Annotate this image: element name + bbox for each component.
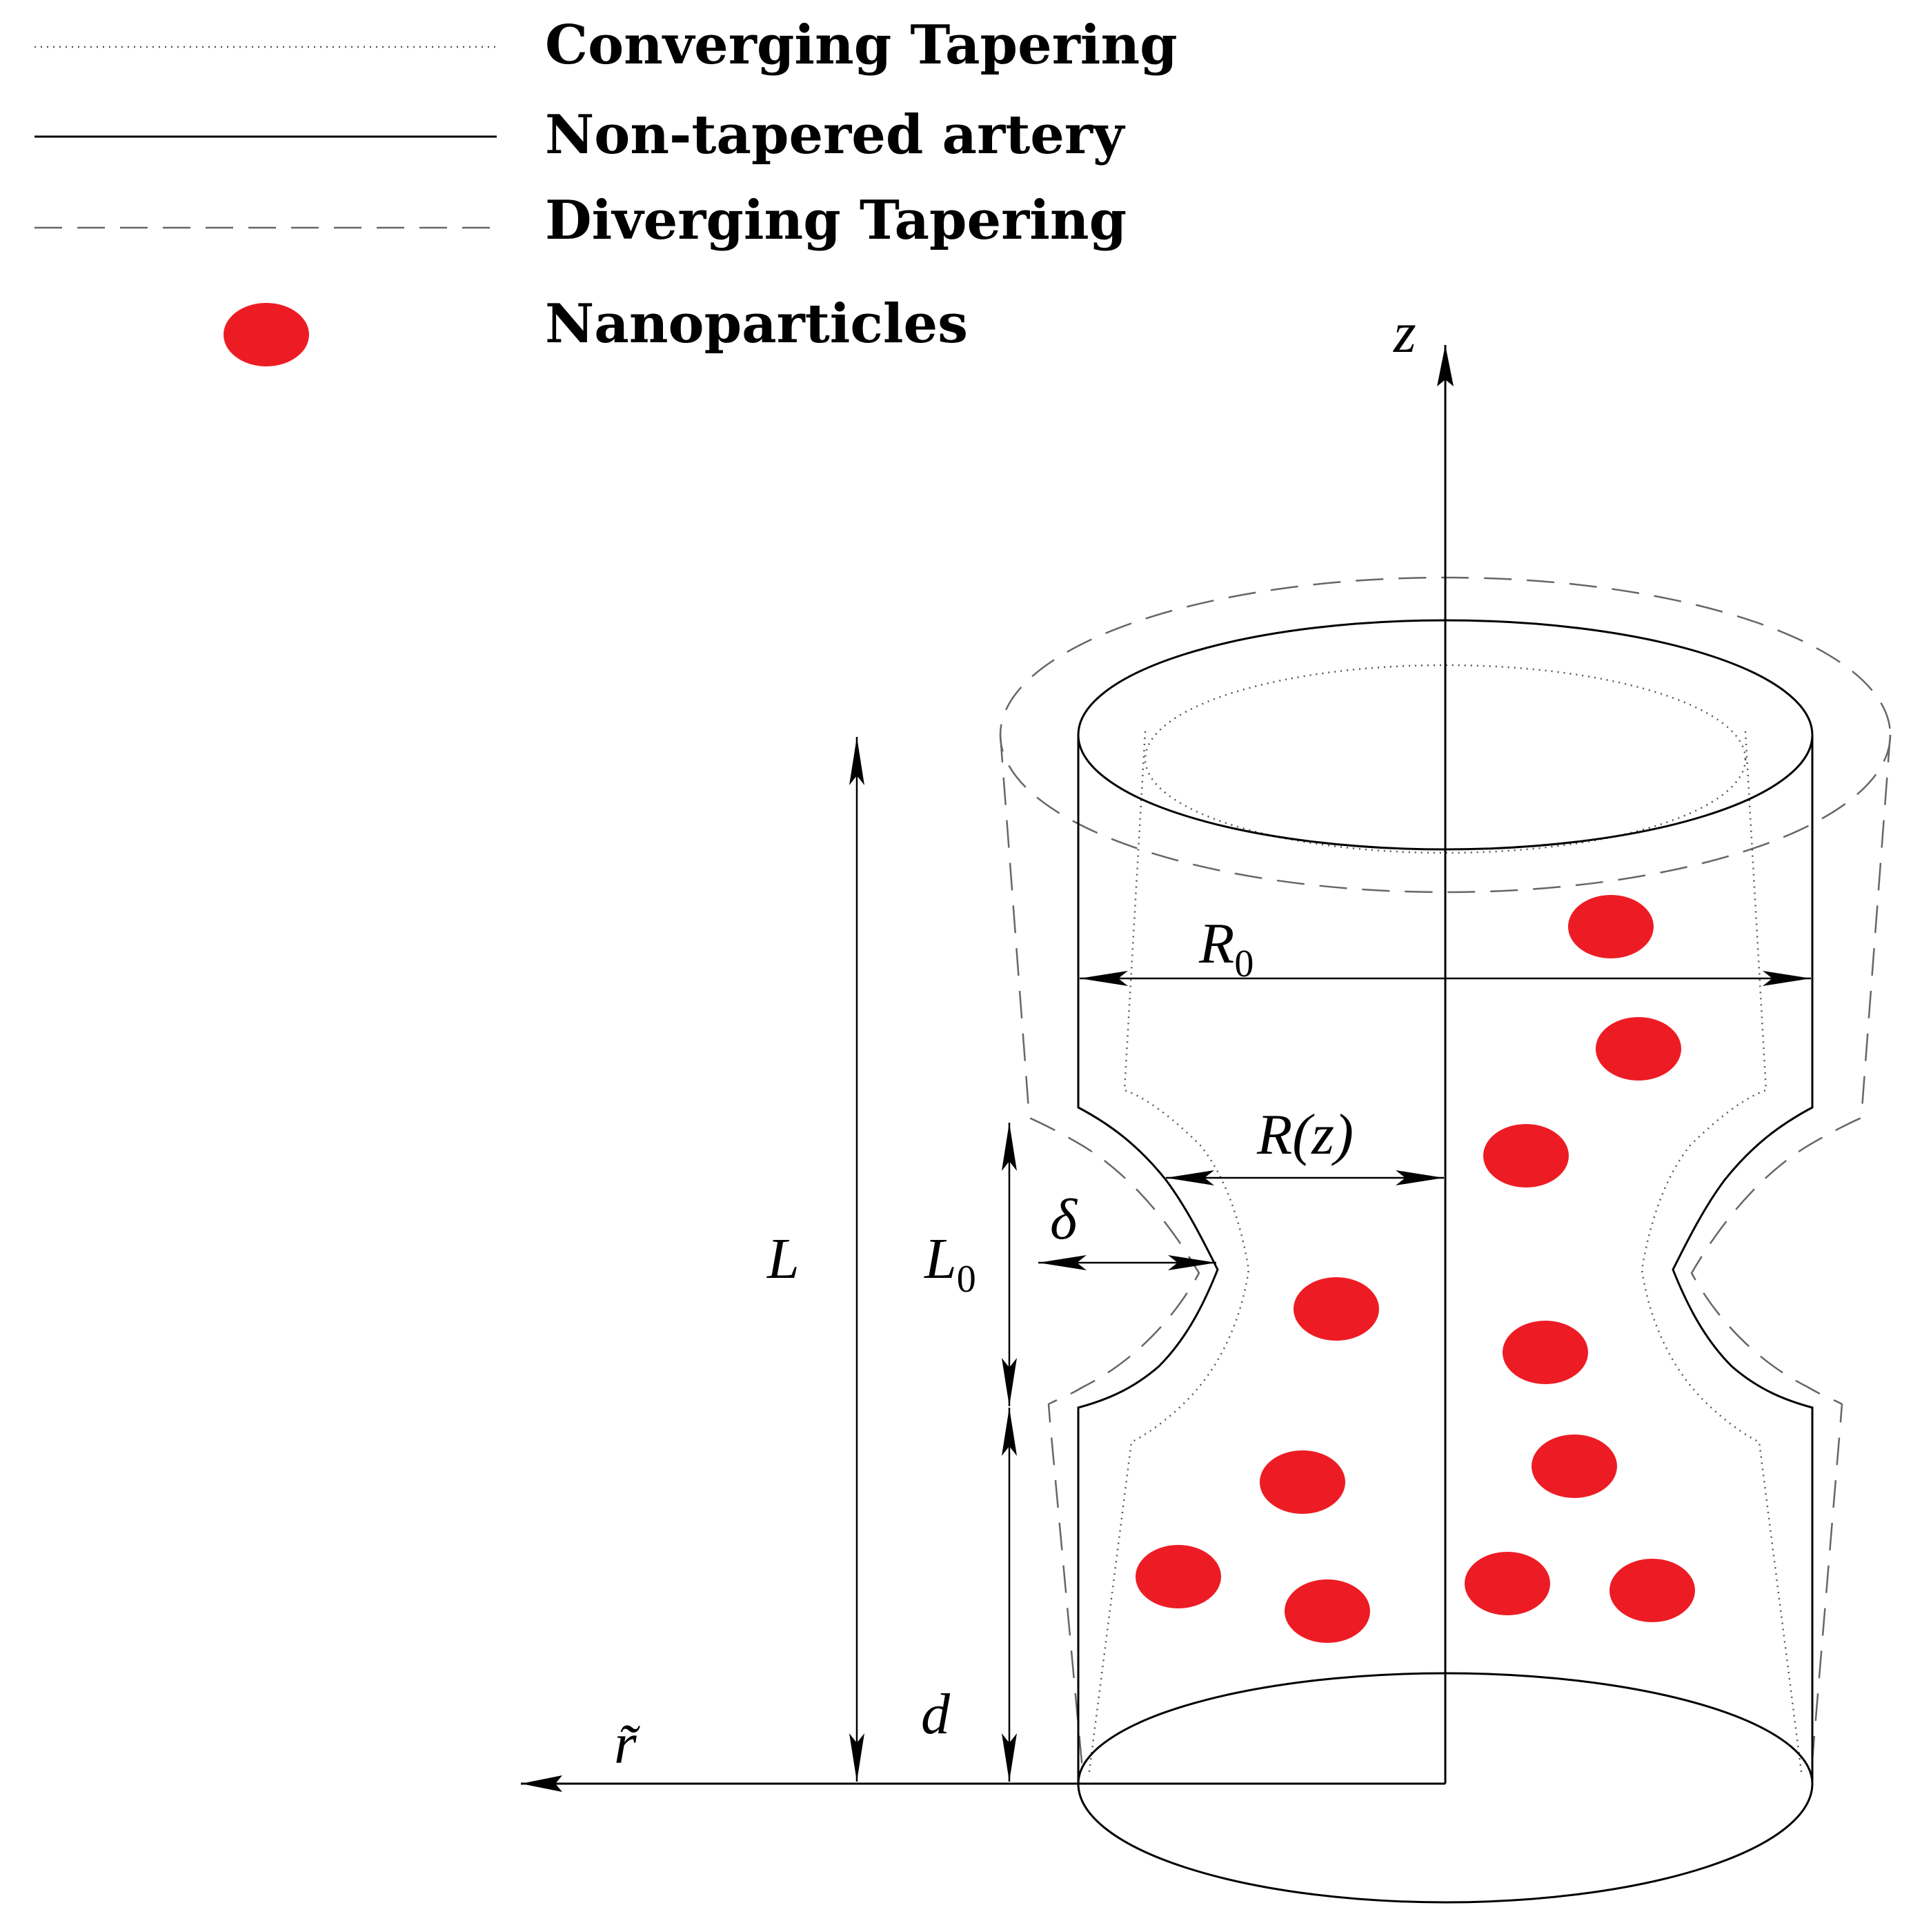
delta-label: δ (1050, 1187, 1078, 1252)
legend-item-diverging: Diverging Tapering (34, 189, 1127, 252)
nanoparticle (1596, 1017, 1681, 1081)
nanoparticle (1568, 895, 1654, 958)
legend-item-nanoparticles: Nanoparticles (224, 293, 968, 366)
coordinate-axes: z r̃ (521, 301, 1454, 1792)
nanoparticle (1294, 1277, 1379, 1341)
nanoparticles (1136, 895, 1695, 1643)
d-label: d (921, 1682, 951, 1746)
z-axis-label: z (1393, 301, 1416, 365)
converging-top-ellipse (1144, 664, 1747, 854)
legend-label-nanoparticles: Nanoparticles (545, 293, 968, 355)
l0-label-sub: 0 (957, 1258, 976, 1301)
diverging-left-wall (999, 734, 1200, 1777)
l0-label-base: L (924, 1227, 957, 1291)
nanoparticle (1285, 1579, 1370, 1643)
nanoparticle (1465, 1552, 1550, 1615)
legend-label-converging: Converging Tapering (545, 14, 1178, 77)
diverging-right-wall (1690, 734, 1892, 1777)
legend-item-converging: Converging Tapering (34, 14, 1178, 77)
converging-left-wall (1087, 731, 1250, 1777)
artery-bottom-ellipse-front (1077, 1783, 1814, 1904)
legend-item-non-tapered: Non-tapered artery (34, 103, 1126, 166)
nanoparticle (1136, 1545, 1221, 1608)
r-axis-label: r̃ (614, 1712, 641, 1776)
artery-right-wall (1672, 735, 1814, 1784)
legend-label-non-tapered: Non-tapered artery (545, 103, 1126, 166)
artery-left-wall (1077, 735, 1219, 1784)
r0-label-base: R (1198, 911, 1234, 976)
legend-label-diverging: Diverging Tapering (545, 189, 1127, 252)
nanoparticle (1532, 1435, 1617, 1498)
converging-tapering-outline (1087, 664, 1803, 1777)
r0-label: R0 (1198, 911, 1254, 985)
legend-particle-sample (224, 303, 309, 366)
r0-label-sub: 0 (1234, 943, 1254, 985)
l0-label: L0 (924, 1227, 976, 1301)
legend: Converging Tapering Non-tapered artery D… (34, 14, 1178, 366)
nanoparticle (1483, 1124, 1569, 1187)
nanoparticle (1260, 1450, 1345, 1514)
nanoparticle (1503, 1321, 1588, 1384)
dimension-annotations: R0 R(z) δ L L0 d (766, 737, 1811, 1782)
l-label: L (766, 1227, 800, 1291)
nanoparticle (1609, 1559, 1695, 1622)
rz-label: R(z) (1256, 1103, 1354, 1167)
